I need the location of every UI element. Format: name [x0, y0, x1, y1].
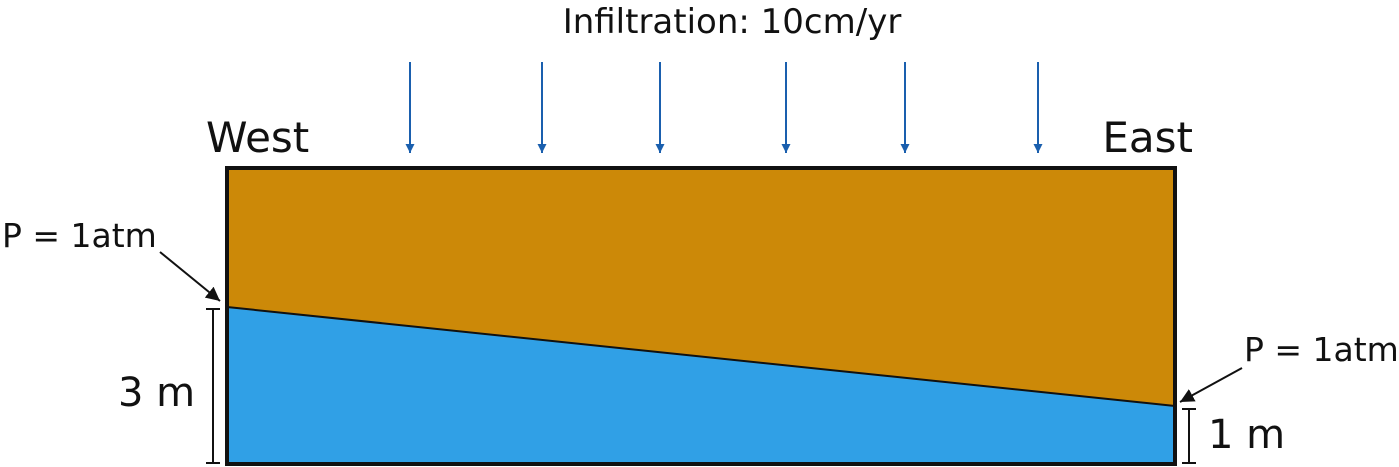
- east-pressure-pointer: [1179, 367, 1243, 403]
- west-head-dimension: [206, 308, 220, 464]
- west-head-label: 3 m: [118, 370, 195, 416]
- infiltration-title: Infiltration: 10cm/yr: [563, 2, 902, 42]
- water-table-line: [226, 306, 1176, 407]
- east-head-label: 1 m: [1208, 412, 1285, 458]
- west-pressure-label: P = 1atm: [2, 216, 157, 255]
- east-head-dimension: [1182, 408, 1196, 464]
- west-pressure-pointer: [159, 251, 221, 302]
- infiltration-arrows: [405, 62, 1043, 153]
- west-label: West: [206, 113, 309, 162]
- aquifer-outline: [225, 166, 1177, 466]
- east-pressure-label: P = 1atm: [1244, 330, 1399, 369]
- saturated-zone: [227, 307, 1175, 464]
- unsaturated-zone: [227, 168, 1175, 406]
- east-label: East: [1102, 113, 1193, 162]
